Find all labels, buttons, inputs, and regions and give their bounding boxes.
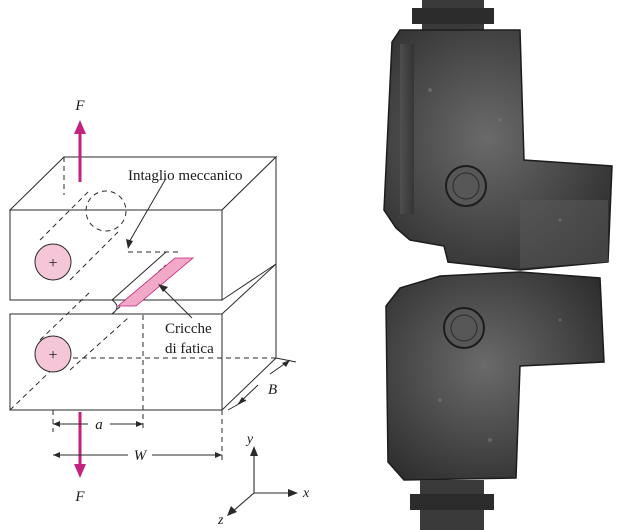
lower-pin [443,307,485,349]
hidden-edges [9,157,276,460]
specimen-photograph [383,0,613,530]
lower-pin-hole: + [34,335,72,373]
axis-x-label: x [302,486,310,501]
specimen-schematic: + + [8,120,298,516]
dimension-a [53,421,143,427]
back-pin-hole [85,190,127,232]
force-arrow-top [74,120,86,182]
notch-leader-arrowhead [126,239,133,249]
force-label-top: F [74,98,85,114]
cracks-leader [161,287,193,319]
dimension-B-label: B [268,382,277,398]
cracks-label-line1: Cricche [165,321,212,337]
force-arrow-bottom [74,412,86,478]
upper-pin-hole: + [34,243,72,281]
dimension-B [227,357,297,411]
dimension-W [53,452,222,458]
notch-label: Intaglio meccanico [128,168,243,184]
lower-specimen-half [385,271,605,481]
axis-z-label: z [217,513,224,528]
notch-leader [127,179,166,245]
fatigue-crack-region [116,257,195,307]
dimension-W-label: W [134,448,148,464]
coordinate-axes [227,446,298,516]
upper-pin [445,165,487,207]
pin-symbol-lower: + [48,347,57,364]
dimension-a-label: a [95,417,103,433]
cracks-label-line2: di fatica [165,341,214,357]
force-label-bottom: F [74,489,85,505]
axis-y-label: y [245,432,254,447]
pin-symbol-upper: + [48,255,57,272]
cracks-leader-arrowhead [158,284,168,292]
